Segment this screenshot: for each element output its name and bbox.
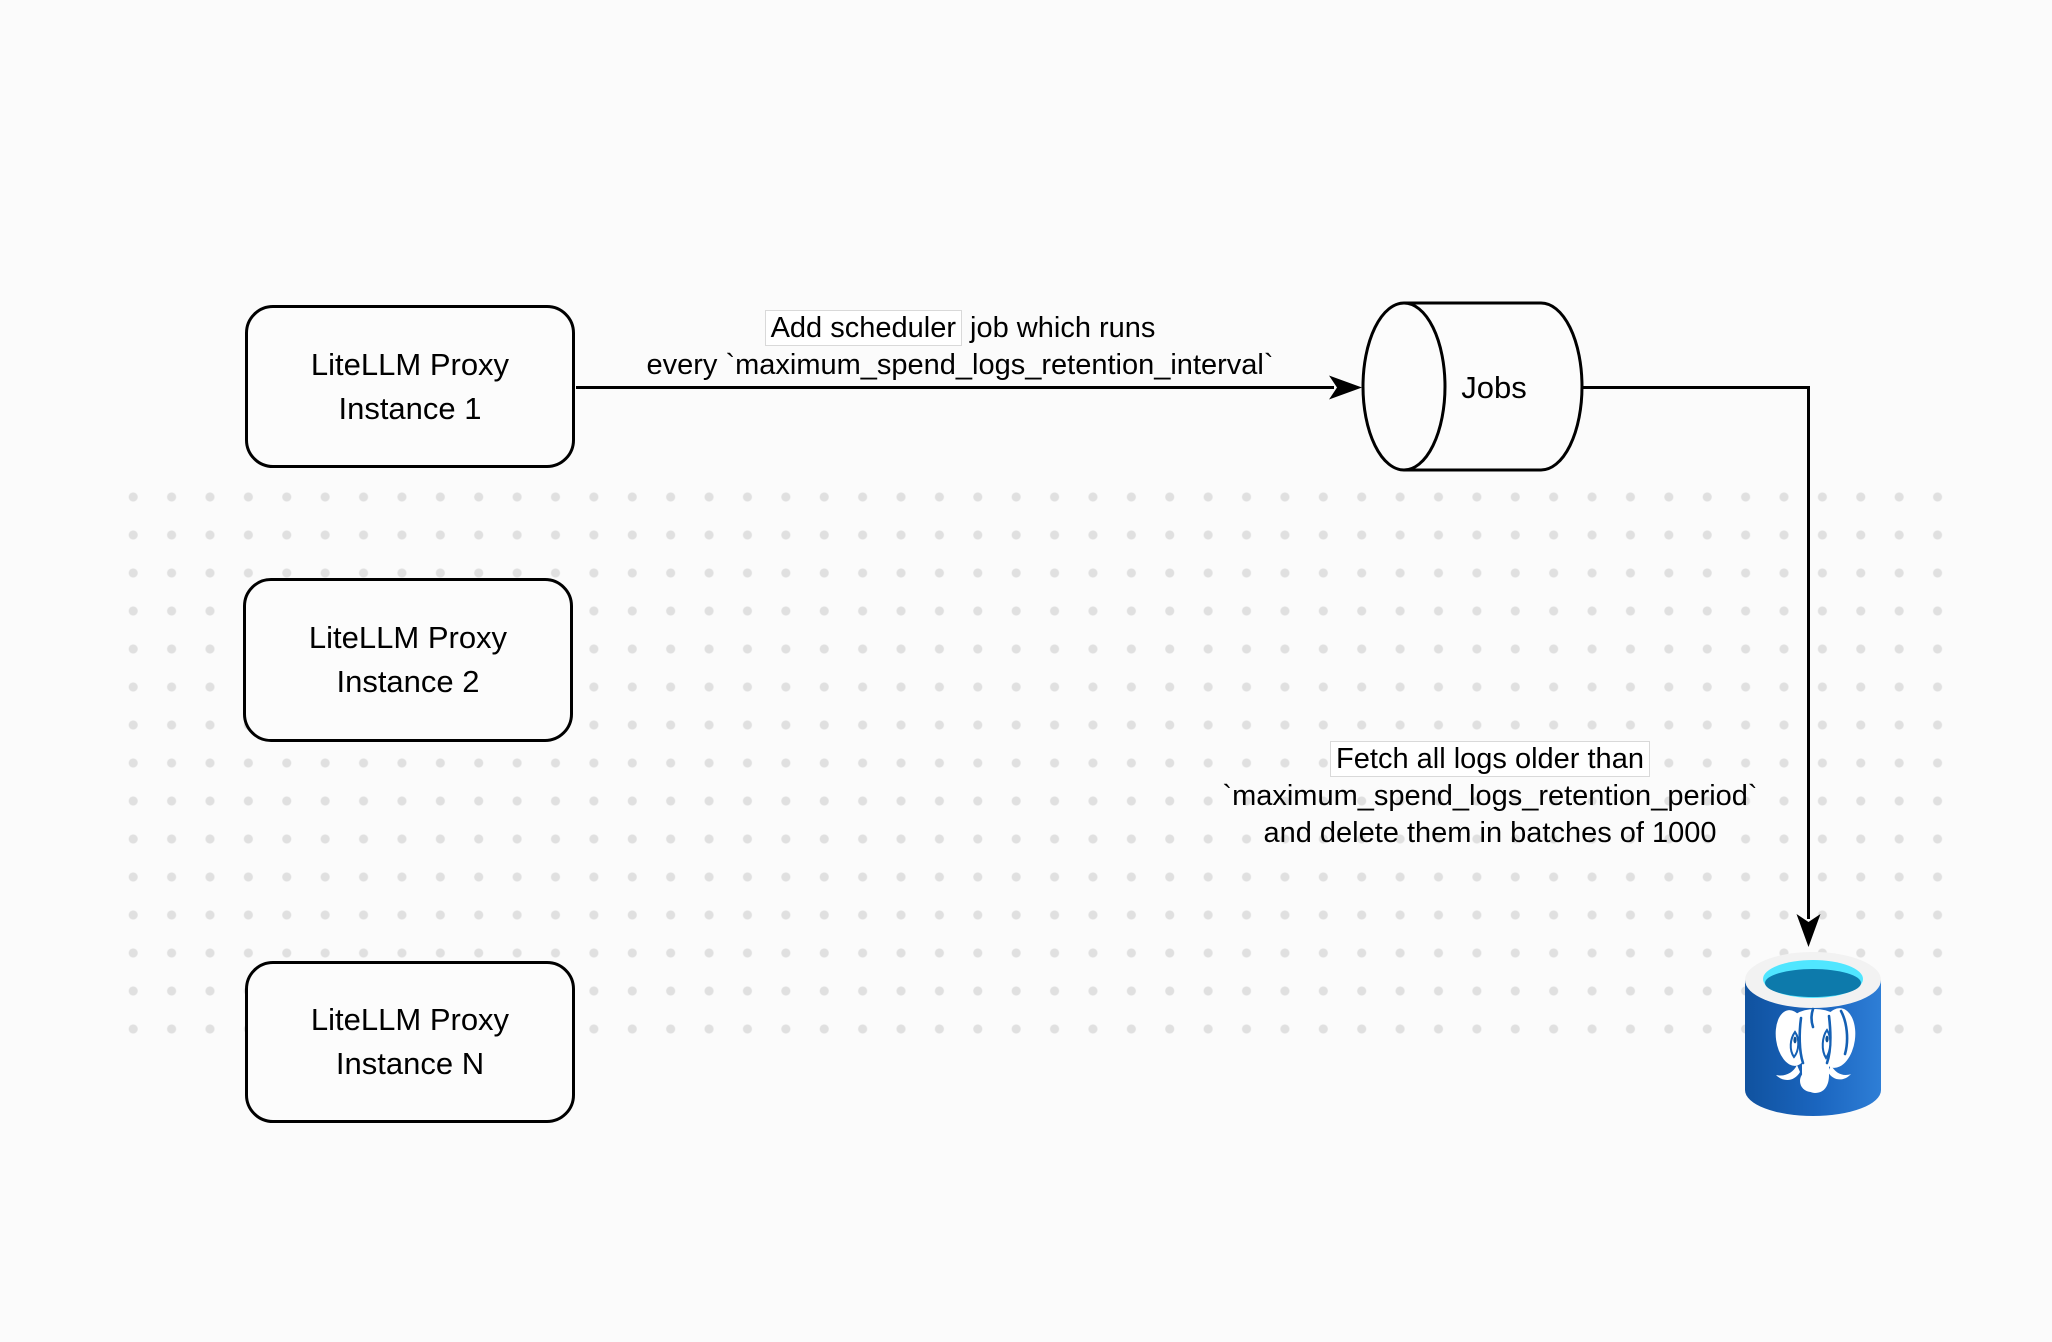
node-label: Instance 2	[336, 664, 480, 699]
database-water-deep	[1765, 969, 1861, 997]
edge-cleanup-label: Fetch all logs older than `maximum_spend…	[1180, 741, 1800, 852]
node-label: Instance 1	[338, 390, 482, 426]
jobs-queue-label: Jobs	[1461, 370, 1527, 405]
elephant-eyes	[1789, 1028, 1832, 1060]
edge-scheduler-label-line-1: Add scheduler job which runs	[600, 310, 1320, 347]
cleanup-label-highlight: Fetch all logs older than	[1330, 741, 1650, 777]
postgresql-elephant-icon	[1775, 1007, 1856, 1093]
node-label: Instance N	[335, 1046, 485, 1081]
postgresql-database-icon	[1745, 952, 1881, 1116]
edge-cleanup-label-line-3: and delete them in batches of 1000	[1263, 817, 1717, 849]
edge-scheduler-label-line-2: every `maximum_spend_logs_retention_inte…	[646, 349, 1274, 381]
jobs-queue-shape	[1361, 301, 1584, 472]
edge-scheduler-label: Add scheduler job which runs every `maxi…	[600, 310, 1320, 384]
node-label: LiteLLM Proxy	[308, 620, 508, 655]
edge-cleanup-arrow	[1582, 386, 1821, 947]
edge-cleanup-label-line-1: Fetch all logs older than	[1180, 741, 1800, 778]
edge-cleanup-label-line-2: `maximum_spend_logs_retention_period`	[1222, 780, 1758, 812]
scheduler-label-highlight: Add scheduler	[764, 310, 962, 346]
node-litellm-proxy-instance-2: LiteLLM Proxy Instance 2	[243, 578, 573, 742]
node-label: LiteLLM Proxy	[310, 346, 510, 382]
dot-grid-background	[114, 478, 1964, 1048]
node-litellm-proxy-instance-1: LiteLLM Proxy Instance 1	[245, 305, 575, 468]
edge-scheduler-arrow	[576, 375, 1362, 400]
scheduler-label-rest: job which runs	[961, 312, 1156, 344]
node-label: LiteLLM Proxy	[310, 1002, 510, 1037]
node-litellm-proxy-instance-n: LiteLLM Proxy Instance N	[245, 961, 575, 1123]
